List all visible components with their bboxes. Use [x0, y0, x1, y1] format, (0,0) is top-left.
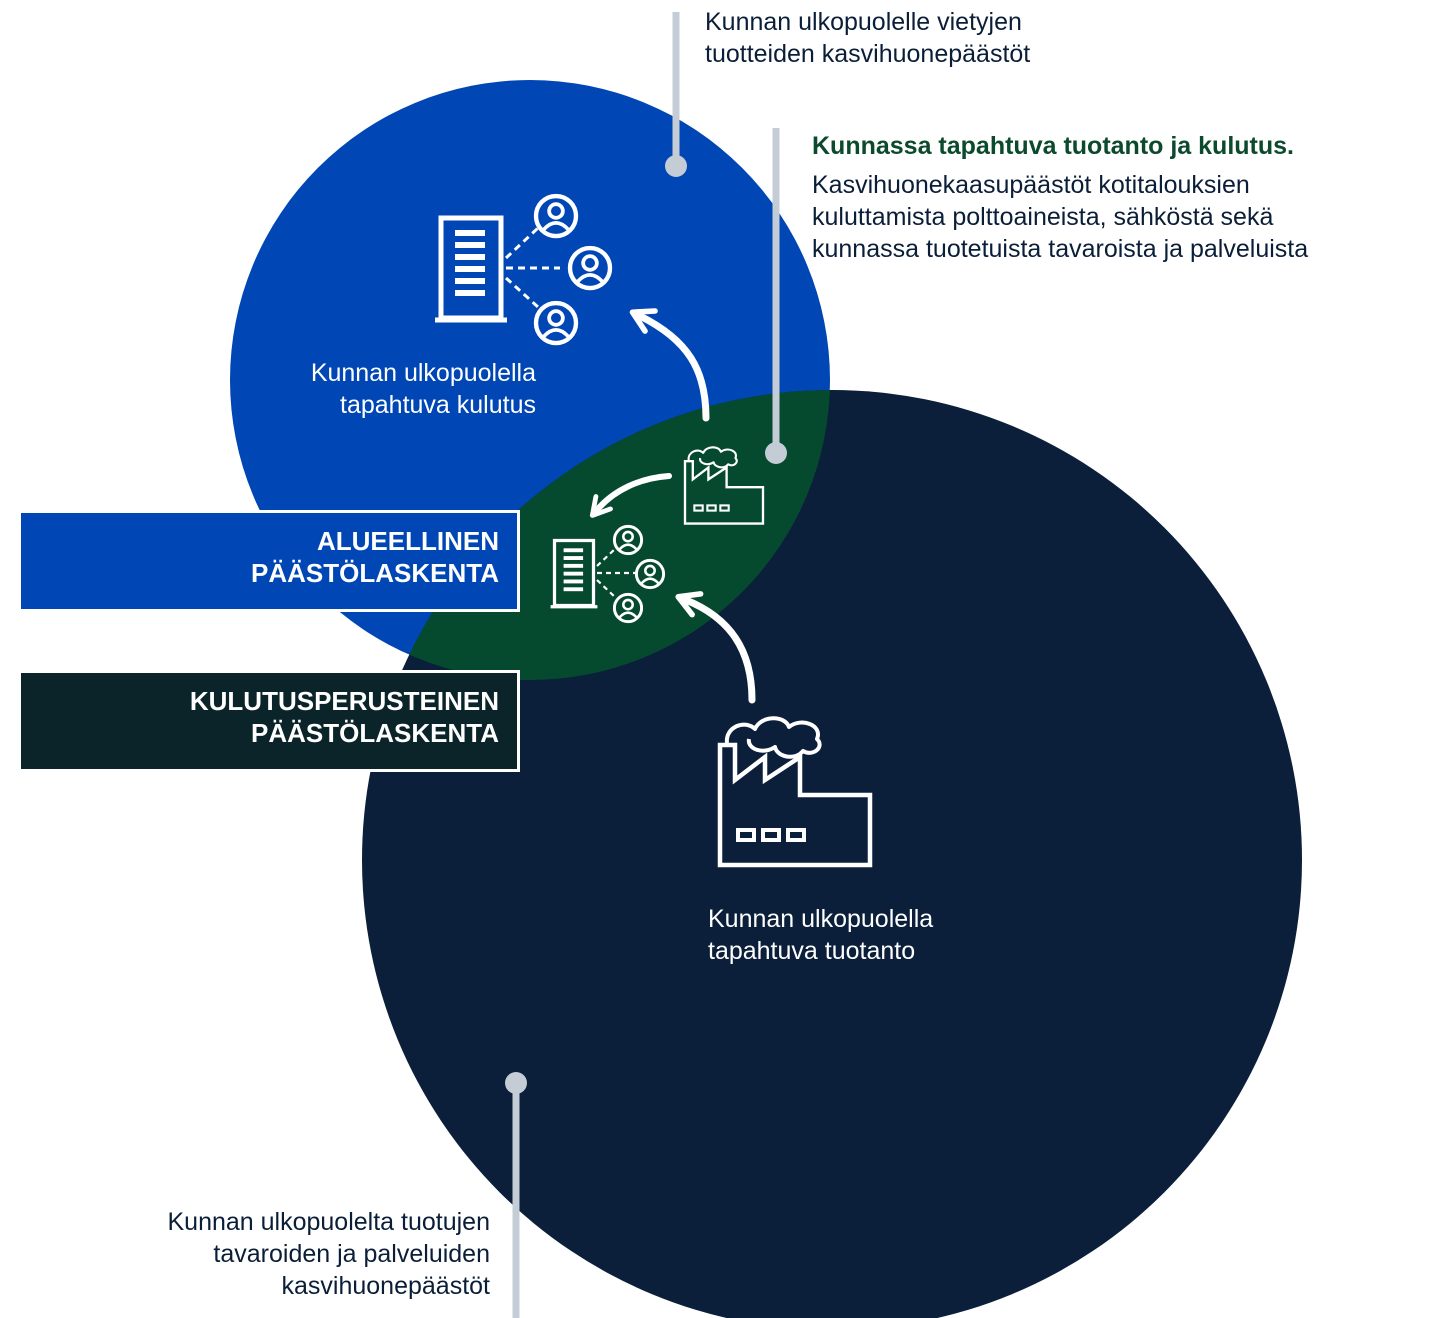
- connector-lines: [504, 226, 560, 309]
- consumption-accounting-box: KULUTUSPERUSTEINEN PÄÄSTÖLASKENTA: [18, 670, 520, 772]
- overlap-area: [362, 390, 830, 680]
- curved-arrow-icon: [589, 473, 672, 518]
- outside-consumption-label: Kunnan ulkopuolella tapahtuva kulutus: [310, 359, 536, 419]
- local-description: Kasvihuonekaasupäästöt kotitalouksien ku…: [812, 171, 1309, 263]
- exported-emissions-label: Kunnan ulkopuolelle vietyjen tuotteiden …: [705, 8, 1031, 68]
- pointer-imported: [505, 1072, 527, 1318]
- local-heading: Kunnassa tapahtuva tuotanto ja kulutus.: [812, 132, 1294, 160]
- imported-emissions-label: Kunnan ulkopuolelta tuotujen tavaroiden …: [167, 1208, 491, 1300]
- pointer-local: [765, 128, 787, 464]
- curved-arrow-icon: [675, 591, 756, 704]
- outside-production-label: Kunnan ulkopuolella tapahtuva tuotanto: [708, 905, 934, 965]
- curved-arrow-icon: [629, 308, 710, 422]
- pointer-exported: [665, 12, 687, 177]
- connector-lines: [596, 547, 636, 599]
- regional-accounting-box: ALUEELLINEN PÄÄSTÖLASKENTA: [18, 510, 520, 612]
